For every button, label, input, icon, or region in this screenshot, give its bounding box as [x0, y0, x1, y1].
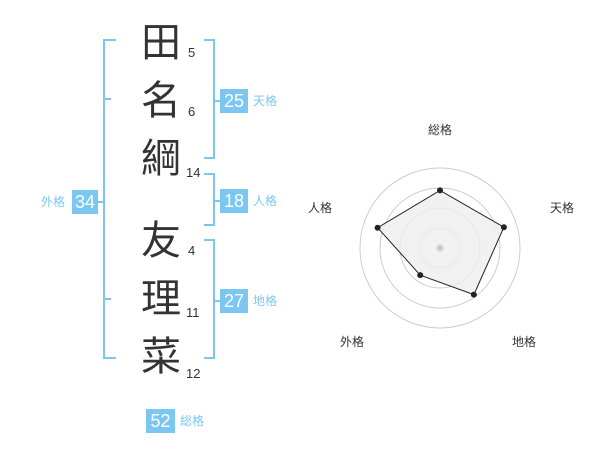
radar-point-3 — [417, 272, 424, 279]
soukaku-value: 52 — [146, 409, 175, 433]
radar-points — [374, 187, 507, 298]
radar-point-2 — [470, 291, 477, 298]
soukaku-label: 総格 — [180, 414, 205, 428]
radar-label-tenkaku: 天格 — [550, 200, 574, 215]
jinkaku-label: 人格 — [253, 194, 278, 208]
name-char-4: 友 — [141, 218, 181, 264]
radar-label-chikaku: 地格 — [512, 334, 536, 349]
stroke-count-4: 4 — [188, 243, 196, 258]
stroke-count-2: 6 — [188, 104, 196, 119]
stroke-count-6: 12 — [186, 366, 201, 381]
stroke-count-1: 5 — [188, 45, 196, 60]
radar-polygon — [376, 189, 505, 296]
radar-point-4 — [374, 224, 381, 231]
gaikaku-value: 34 — [72, 190, 98, 214]
chikaku-label: 地格 — [253, 294, 278, 308]
name-char-6: 菜 — [141, 334, 181, 380]
radar-label-soukaku: 総格 — [428, 122, 452, 137]
name-char-1: 田 — [141, 20, 181, 66]
radar-label-gaikaku: 外格 — [340, 334, 364, 349]
radar-point-1 — [500, 224, 507, 231]
radar-label-jinkaku: 人格 — [308, 200, 332, 215]
radar-chart: 総格 天格 地格 外格 人格 — [308, 122, 574, 349]
bracket-lines — [98, 39, 220, 359]
stroke-count-3: 14 — [186, 165, 201, 180]
radar-point-0 — [437, 187, 443, 194]
tenkaku-value: 25 — [220, 89, 248, 113]
chikaku-value: 27 — [220, 289, 248, 313]
name-char-2: 名 — [141, 78, 181, 124]
jinkaku-value: 18 — [220, 189, 248, 213]
gaikaku-label: 外格 — [41, 195, 66, 209]
tenkaku-label: 天格 — [253, 94, 278, 108]
name-char-3: 綱 — [141, 136, 181, 182]
stroke-count-5: 11 — [186, 305, 200, 320]
radar-center-dot — [436, 244, 444, 252]
name-char-5: 理 — [141, 276, 181, 322]
